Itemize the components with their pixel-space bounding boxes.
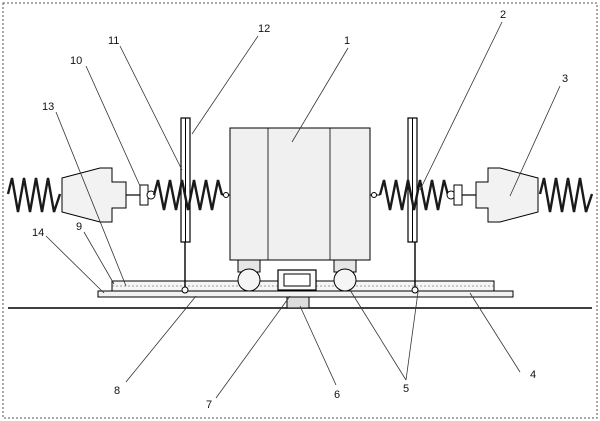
label-4: 4 xyxy=(530,369,536,381)
leader-5a xyxy=(349,289,407,381)
left-damper xyxy=(61,167,127,223)
base-plate-bottom xyxy=(97,290,514,298)
right-damper xyxy=(475,167,539,223)
label-6: 6 xyxy=(334,389,340,401)
leader-14 xyxy=(45,235,105,294)
leader-11 xyxy=(119,45,183,171)
bottom-block xyxy=(286,296,310,309)
label-8: 8 xyxy=(114,385,120,397)
leader-10 xyxy=(85,65,141,187)
callout-labels: 1 2 3 4 5 6 7 8 9 10 11 12 13 14 xyxy=(32,9,568,411)
leader-7 xyxy=(215,295,291,399)
label-13: 13 xyxy=(42,101,54,113)
right-rod-collar xyxy=(453,184,463,206)
label-10: 10 xyxy=(70,55,82,67)
central-block-inner xyxy=(283,273,311,287)
right-spring-pin xyxy=(371,192,377,198)
leader-6 xyxy=(299,305,337,386)
leader-9 xyxy=(83,231,115,285)
main-body xyxy=(229,127,371,261)
left-end-spring xyxy=(6,177,62,213)
leader-8 xyxy=(125,295,197,383)
wheel-right xyxy=(333,268,357,292)
leader-3 xyxy=(509,85,561,197)
label-14: 14 xyxy=(32,227,44,239)
leader-4 xyxy=(469,292,521,373)
label-12: 12 xyxy=(258,23,270,35)
leader-5b xyxy=(405,291,419,381)
leader-12 xyxy=(191,35,259,135)
leader-1 xyxy=(291,47,349,143)
leader-lines xyxy=(45,21,561,399)
right-pivot xyxy=(411,286,419,294)
wheel-left xyxy=(237,268,261,292)
label-1: 1 xyxy=(344,35,350,47)
label-2: 2 xyxy=(500,9,506,21)
label-9: 9 xyxy=(76,221,82,233)
leader-13 xyxy=(55,111,127,287)
leader-2 xyxy=(419,21,503,191)
label-7: 7 xyxy=(206,399,212,411)
right-end-spring xyxy=(538,177,594,213)
label-11: 11 xyxy=(108,35,119,47)
label-3: 3 xyxy=(562,73,568,85)
right-inner-spring xyxy=(378,179,450,211)
label-5: 5 xyxy=(403,383,409,395)
left-inner-spring xyxy=(152,179,224,211)
left-spring-pin xyxy=(223,192,229,198)
left-pivot xyxy=(181,286,189,294)
